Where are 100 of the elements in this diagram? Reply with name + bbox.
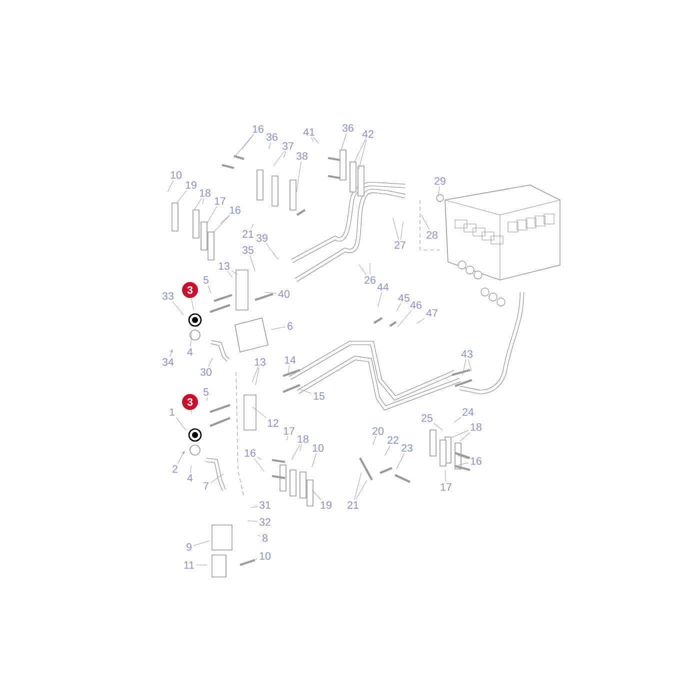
leader-line bbox=[176, 190, 187, 203]
leader-line bbox=[231, 270, 238, 275]
leader-line bbox=[270, 326, 286, 330]
callout-number: 18 bbox=[200, 189, 210, 197]
leader-line bbox=[274, 151, 284, 166]
callout-number: 39 bbox=[256, 234, 268, 242]
leader-line bbox=[313, 137, 319, 144]
callout-number: 17 bbox=[440, 483, 452, 491]
leader-line bbox=[242, 558, 258, 564]
callout-number: 18 bbox=[470, 423, 482, 431]
callout-number: 13 bbox=[254, 358, 266, 366]
callout-number: 40 bbox=[278, 290, 290, 298]
leader-line bbox=[206, 206, 218, 224]
leader-line bbox=[434, 423, 443, 430]
leader-line bbox=[451, 430, 469, 438]
leader-line bbox=[228, 271, 233, 278]
leader-line bbox=[312, 453, 317, 468]
callout-number: 34 bbox=[162, 358, 174, 366]
leader-line bbox=[468, 359, 472, 372]
callout-number: 13 bbox=[218, 262, 230, 270]
callout-number: 37 bbox=[282, 142, 294, 150]
leader-line bbox=[312, 490, 322, 500]
callout-number: 17 bbox=[214, 197, 226, 205]
leader-line bbox=[242, 134, 254, 150]
leader-line bbox=[190, 465, 192, 473]
callout-number: 16 bbox=[470, 457, 482, 465]
callout-number: 47 bbox=[426, 309, 438, 317]
leader-line bbox=[194, 198, 202, 210]
callout-number: 12 bbox=[268, 419, 278, 427]
leader-line bbox=[167, 180, 174, 192]
leader-line bbox=[286, 436, 288, 440]
leader-line bbox=[210, 473, 224, 484]
callout-number: 10 bbox=[260, 552, 271, 560]
callout-number: 5 bbox=[203, 276, 209, 284]
callout-number: 28 bbox=[426, 231, 438, 239]
leader-line bbox=[444, 470, 446, 482]
callout-number: 19 bbox=[186, 181, 196, 189]
callout-number: 6 bbox=[288, 322, 292, 330]
callout-number: 32 bbox=[259, 518, 270, 526]
callout-number: 46 bbox=[410, 301, 422, 309]
leader-line bbox=[372, 436, 376, 445]
callout-number: 11 bbox=[184, 561, 194, 569]
leader-line bbox=[193, 540, 210, 546]
callout-number: 10 bbox=[170, 171, 182, 179]
leader-line bbox=[257, 457, 262, 460]
leader-line bbox=[400, 221, 404, 240]
callout-number: 27 bbox=[394, 241, 406, 249]
callout-number: 45 bbox=[398, 294, 410, 302]
leader-line bbox=[206, 397, 208, 402]
leader-line bbox=[300, 444, 302, 451]
callout-number: 14 bbox=[284, 356, 296, 364]
callout-number: 1 bbox=[170, 408, 174, 416]
callout-number: 21 bbox=[348, 501, 358, 509]
callout-number: 35 bbox=[242, 246, 254, 254]
callout-number: 4 bbox=[187, 348, 193, 356]
callout-number: 41 bbox=[303, 128, 314, 136]
callout-number: 19 bbox=[320, 501, 332, 509]
leader-line bbox=[291, 444, 300, 460]
leader-line bbox=[208, 285, 212, 294]
callout-number: 10 bbox=[312, 444, 324, 452]
callout-number: 38 bbox=[296, 152, 308, 160]
leader-line bbox=[296, 161, 302, 192]
leader-line bbox=[458, 456, 469, 460]
callout-number: 42 bbox=[362, 130, 374, 138]
leader-line bbox=[268, 142, 271, 150]
callout-badge: 3 bbox=[182, 282, 198, 298]
leader-line bbox=[397, 310, 412, 328]
callout-number: 7 bbox=[204, 482, 208, 490]
leader-line bbox=[247, 520, 258, 522]
callout-number: 44 bbox=[377, 283, 389, 291]
leader-line bbox=[396, 303, 402, 312]
leader-line bbox=[438, 186, 440, 198]
leader-line bbox=[458, 462, 469, 466]
leader-line bbox=[202, 198, 204, 204]
leader-line bbox=[358, 264, 366, 275]
leader-line bbox=[214, 215, 230, 232]
leader-line bbox=[392, 218, 399, 240]
leader-line bbox=[266, 243, 278, 260]
leader-line bbox=[208, 357, 213, 367]
leader-line bbox=[234, 134, 254, 158]
leader-line bbox=[311, 137, 314, 142]
leader-line bbox=[250, 224, 254, 229]
leader-line bbox=[378, 292, 382, 307]
callout-number: 33 bbox=[162, 292, 174, 300]
leader-line bbox=[298, 388, 312, 394]
leader-line bbox=[190, 332, 192, 347]
callout-number: 5 bbox=[203, 388, 209, 396]
callout-number: 16 bbox=[252, 125, 264, 133]
callout-number: 36 bbox=[266, 133, 278, 141]
leader-line bbox=[176, 417, 186, 431]
leader-line bbox=[340, 133, 347, 152]
leader-line bbox=[354, 139, 366, 163]
callout-number: 43 bbox=[461, 350, 472, 358]
leader-line bbox=[396, 453, 405, 470]
callout-number: 4 bbox=[187, 474, 193, 482]
leader-line bbox=[358, 139, 367, 170]
leader-line bbox=[257, 535, 261, 537]
leader-line bbox=[220, 215, 230, 224]
leader-line bbox=[250, 255, 256, 272]
leader-line bbox=[250, 506, 258, 508]
